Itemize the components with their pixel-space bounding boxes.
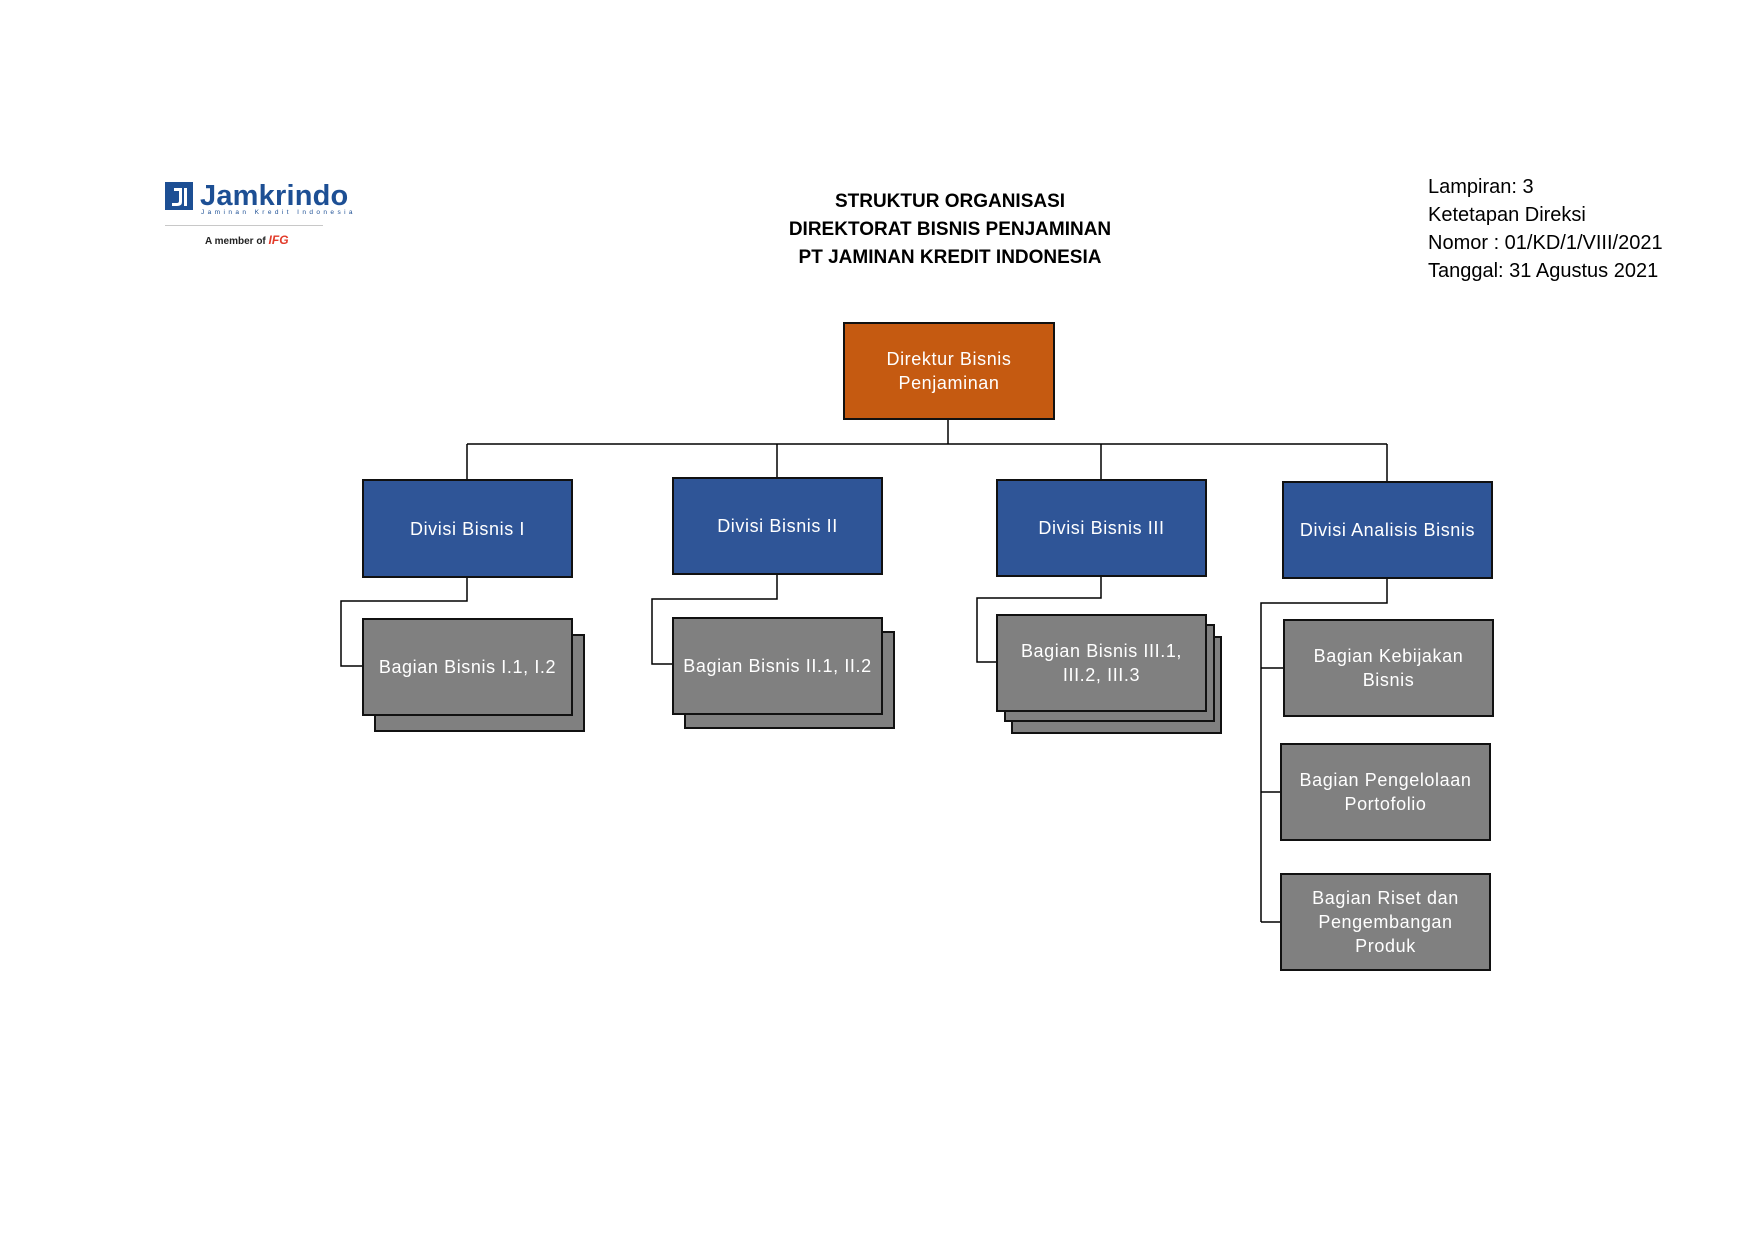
director-label: Direktur Bisnis Penjaminan — [886, 349, 1012, 393]
section-label: Bagian Kebijakan Bisnis — [1313, 646, 1464, 690]
ifg-logo: IFG — [268, 233, 289, 247]
ref-ketetapan: Ketetapan Direksi — [1428, 204, 1586, 226]
jamkrindo-logo: Jamkrindo Jaminan Kredit Indonesia A mem… — [165, 180, 365, 250]
title-line-3: PT JAMINAN KREDIT INDONESIA — [798, 247, 1102, 268]
director-box: Direktur Bisnis Penjaminan — [843, 322, 1055, 420]
division-label: Divisi Analisis Bisnis — [1299, 520, 1476, 540]
title-line-1: STRUKTUR ORGANISASI — [834, 191, 1066, 212]
division-label: Divisi Bisnis III — [1038, 518, 1165, 538]
section-label: Bagian Bisnis III.1, III.2, III.3 — [1020, 641, 1183, 685]
logo-brand: Jamkrindo — [200, 180, 349, 212]
section-label: Bagian Bisnis I.1, I.2 — [378, 657, 557, 677]
section-label: Bagian Riset dan Pengembangan Produk — [1312, 888, 1459, 956]
section-box-kebijakan-bisnis: Bagian Kebijakan Bisnis — [1283, 619, 1494, 717]
section-box-bisnis-2: Bagian Bisnis II.1, II.2 — [672, 617, 883, 715]
division-label: Divisi Bisnis II — [717, 516, 838, 536]
division-box-bisnis-3: Divisi Bisnis III — [996, 479, 1207, 577]
section-label: Bagian Pengelolaan Portofolio — [1299, 770, 1472, 814]
ref-nomor: Nomor : 01/KD/1/VIII/2021 — [1428, 232, 1663, 254]
ref-lampiran: Lampiran: 3 — [1428, 176, 1534, 198]
logo-divider — [165, 225, 323, 226]
section-box-pengelolaan-portofolio: Bagian Pengelolaan Portofolio — [1280, 743, 1491, 841]
section-box-bisnis-3: Bagian Bisnis III.1, III.2, III.3 — [996, 614, 1207, 712]
title-line-2: DIREKTORAT BISNIS PENJAMINAN — [788, 219, 1112, 240]
ref-tanggal: Tanggal: 31 Agustus 2021 — [1428, 260, 1659, 282]
logo-member-prefix: A member of — [205, 236, 266, 247]
division-box-bisnis-1: Divisi Bisnis I — [362, 479, 573, 578]
division-label: Divisi Bisnis I — [409, 518, 525, 539]
section-box-bisnis-1: Bagian Bisnis I.1, I.2 — [362, 618, 573, 716]
section-label: Bagian Bisnis II.1, II.2 — [683, 656, 872, 676]
jamkrindo-mark-icon — [165, 182, 193, 210]
logo-tagline: Jaminan Kredit Indonesia — [201, 209, 356, 216]
section-box-riset-pengembangan: Bagian Riset dan Pengembangan Produk — [1280, 873, 1491, 971]
division-box-bisnis-2: Divisi Bisnis II — [672, 477, 883, 575]
logo-member-line: A member of IFG — [205, 233, 289, 247]
division-box-analisis-bisnis: Divisi Analisis Bisnis — [1282, 481, 1493, 579]
